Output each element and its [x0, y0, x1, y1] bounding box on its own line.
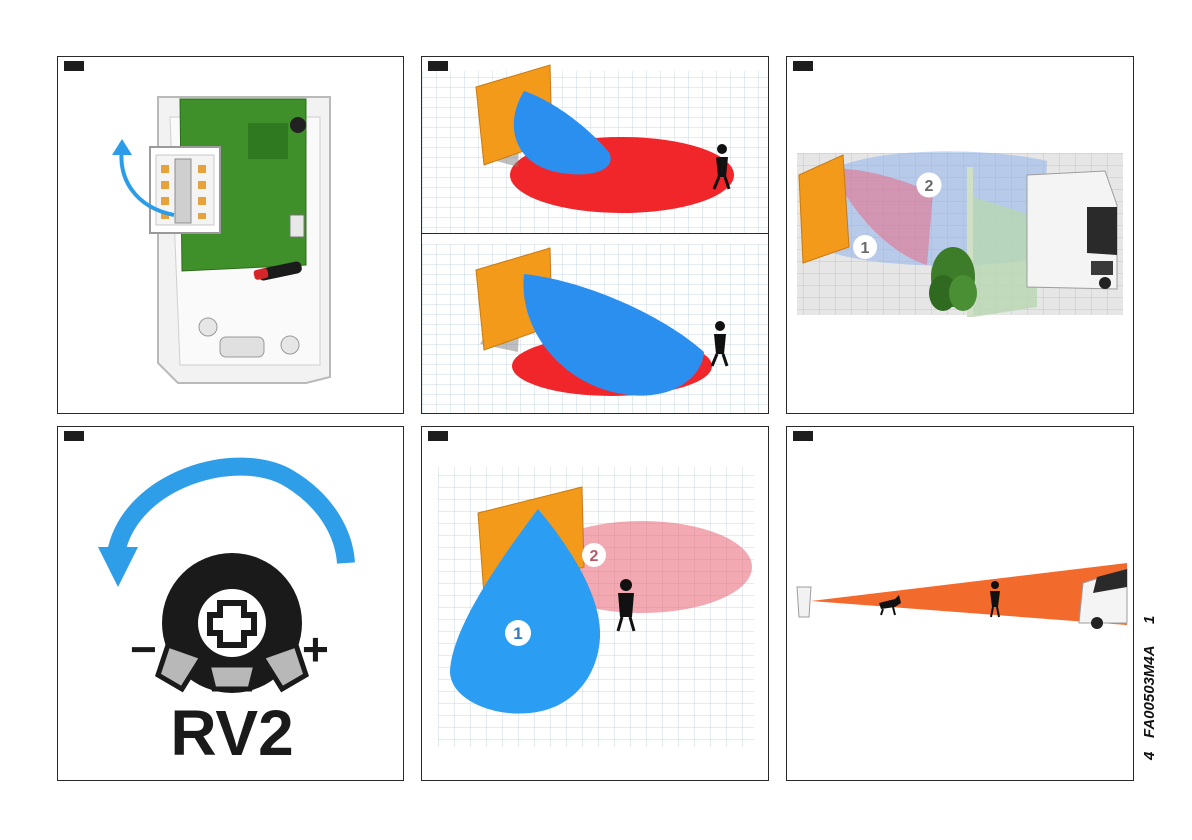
- panel-zones-van: 2 1: [786, 56, 1134, 414]
- zone-2-label: 2: [590, 548, 599, 565]
- panel-detection-short: [421, 56, 769, 234]
- minus-label: −: [130, 623, 157, 675]
- panel-beam-range: [786, 426, 1134, 781]
- rv2-diagram: − + RV2: [58, 427, 404, 781]
- sensor-icon: [797, 587, 811, 617]
- van-icon: [1027, 171, 1117, 289]
- zone-1-label: 1: [513, 624, 522, 643]
- page-number-left: 4: [1141, 752, 1158, 760]
- zone-2-label: 2: [925, 178, 934, 195]
- detection-diagram-short: [422, 57, 769, 234]
- rv2-label: RV2: [170, 697, 293, 769]
- document-code: 4 FA00503M4A 1: [1141, 612, 1173, 762]
- beam-diagram: [787, 427, 1134, 781]
- zone-1-label: 1: [861, 240, 870, 257]
- panel-rv2-trimmer: − + RV2: [57, 426, 404, 781]
- pcb-illustration: [58, 57, 404, 414]
- rotate-arrow-icon: [116, 467, 346, 563]
- panel-pcb-jumper: [57, 56, 404, 414]
- document-id: FA00503M4A: [1141, 645, 1158, 738]
- detection-diagram-long: [422, 234, 769, 414]
- page-number-right: 1: [1141, 616, 1158, 624]
- plus-label: +: [302, 623, 329, 675]
- panel-zone-drop: 2 1: [421, 426, 769, 781]
- panel-detection-long: [421, 233, 769, 414]
- zones-diagram: 2 1: [787, 57, 1134, 414]
- zone-drop-diagram: 2 1: [422, 427, 769, 781]
